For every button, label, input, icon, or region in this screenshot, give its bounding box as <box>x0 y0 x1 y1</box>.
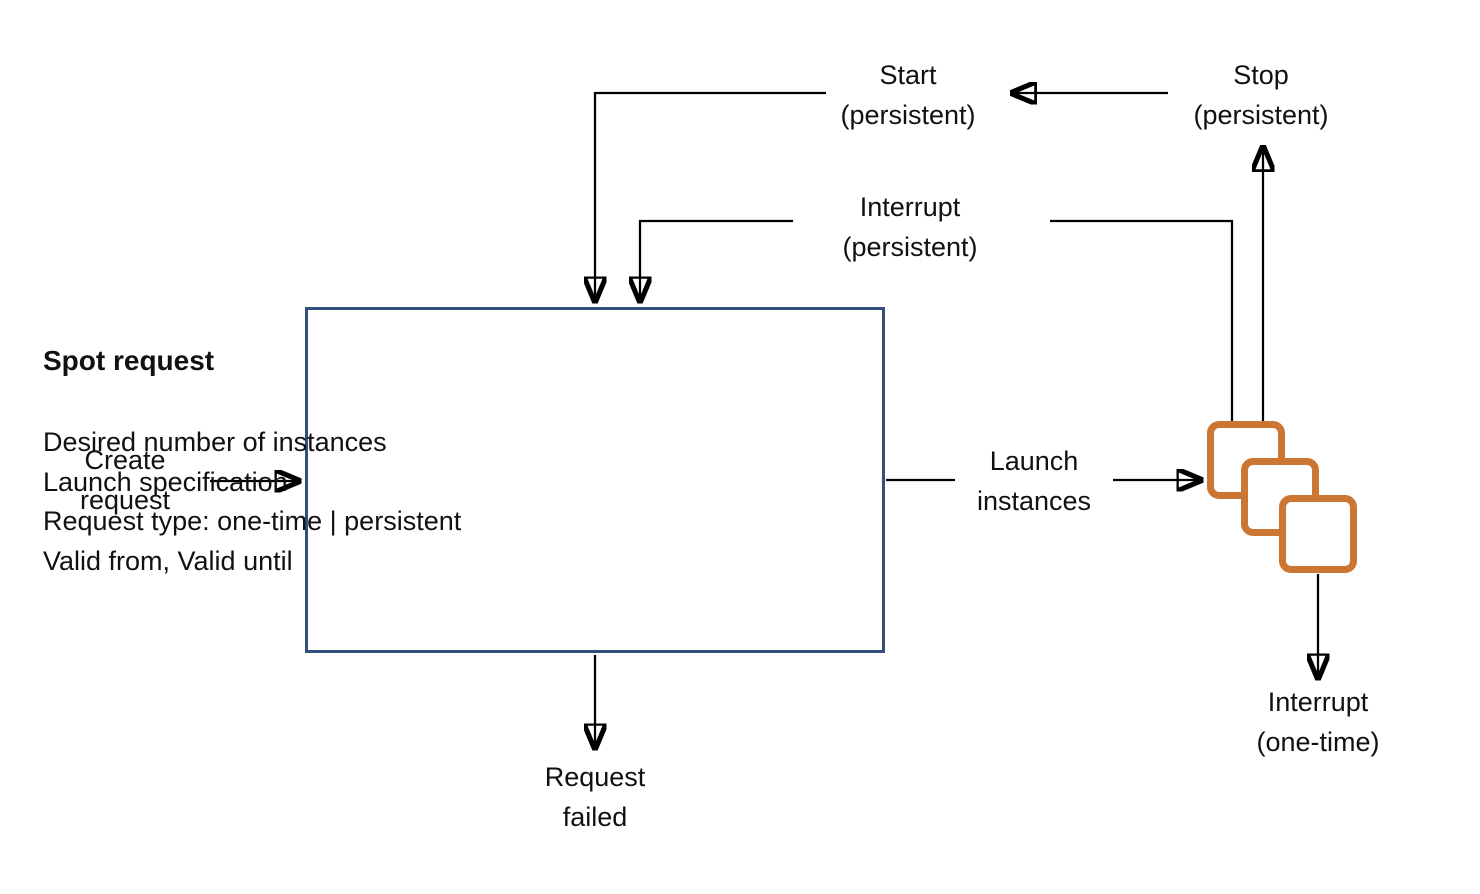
spot-request-detail-launch-specification: Launch specification <box>43 466 288 497</box>
label-line: Stop <box>1233 60 1289 90</box>
label-line: Interrupt <box>859 192 961 222</box>
spot-request-box <box>305 307 885 653</box>
label-line: Request <box>544 762 646 792</box>
spot-request-box-title: Spot request <box>43 345 215 376</box>
label-launch-instances: Launch instances <box>977 441 1091 521</box>
spot-request-detail-desired-number: Desired number of instances <box>43 427 387 457</box>
label-line: Launch <box>989 446 1079 476</box>
label-line: (one-time) <box>1256 727 1380 757</box>
spot-request-box-details: Desired number of instances Launch speci… <box>43 423 461 581</box>
line-interrupt-persistent-to-instances <box>1050 219 1234 421</box>
instance-square-icon <box>1279 495 1357 573</box>
label-stop-persistent: Stop (persistent) <box>1193 55 1328 135</box>
label-start-persistent: Start (persistent) <box>840 55 975 135</box>
label-interrupt-one-time: Interrupt (one-time) <box>1256 682 1379 762</box>
arrow-interrupt-persistent-to-box <box>640 219 793 301</box>
label-request-failed: Request failed <box>545 757 646 837</box>
label-line: (persistent) <box>842 232 978 262</box>
label-line: (persistent) <box>1193 100 1329 130</box>
label-line: Create <box>84 445 166 475</box>
spot-request-detail-valid-from-until: Valid from, Valid until <box>43 545 293 576</box>
label-line: failed <box>562 802 628 832</box>
label-line: Start <box>879 60 937 90</box>
label-create-request: Create request <box>80 440 170 520</box>
spot-instances-icon <box>1200 414 1370 584</box>
label-line: (persistent) <box>840 100 976 130</box>
spot-request-detail-request-type: Request type: one-time | persistent <box>43 506 462 536</box>
label-line: Interrupt <box>1267 687 1369 717</box>
label-line: request <box>79 485 171 515</box>
label-line: instances <box>976 486 1092 516</box>
label-interrupt-persistent: Interrupt (persistent) <box>842 187 977 267</box>
arrow-start-persistent-to-box <box>595 91 826 301</box>
